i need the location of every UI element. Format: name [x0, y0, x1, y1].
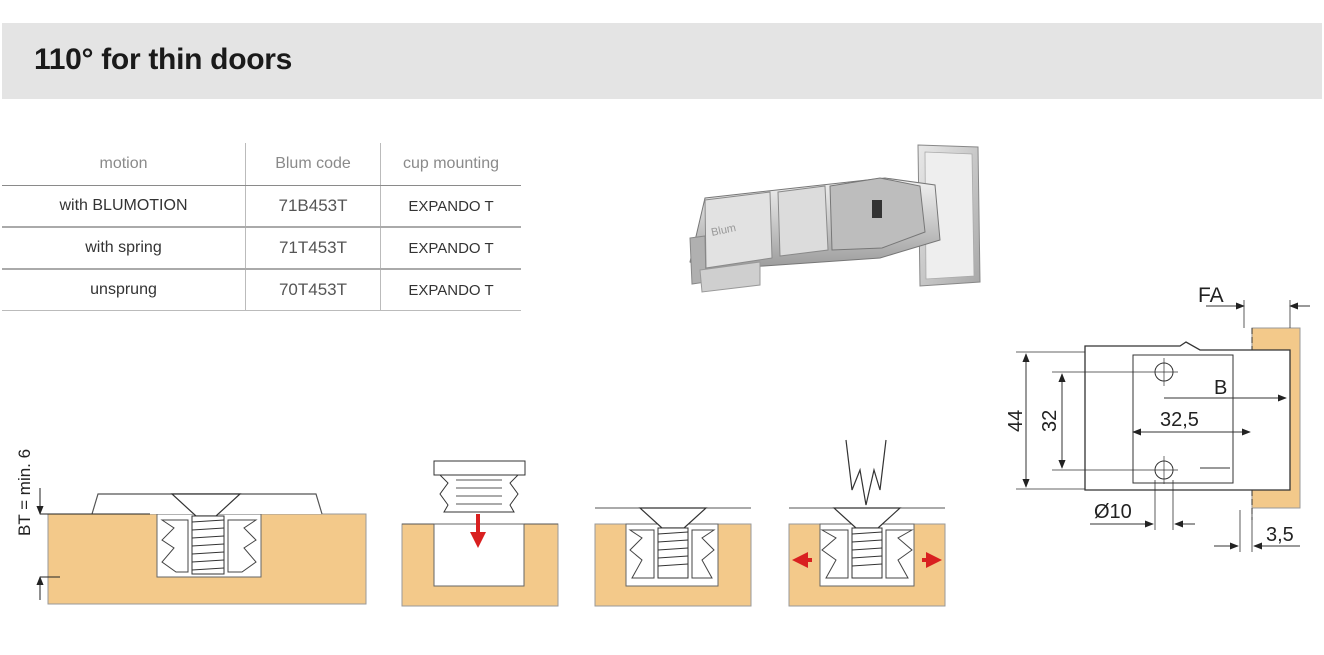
section-mounted: BT = min. 6 [15, 449, 367, 605]
column-header-code: Blum code [245, 143, 381, 186]
door-thickness-label: BT = min. 6 [15, 449, 34, 536]
hinge-dimension-drawing: 44 32 FA B 32,5 Ø10 3,5 [1005, 284, 1310, 552]
spec-table: motion Blum code cup mounting with BLUMO… [2, 143, 521, 311]
cell-mounting: EXPANDO T [380, 269, 521, 311]
cell-code: 71T453T [245, 227, 381, 270]
dim-32-label: 32 [1039, 410, 1061, 432]
section-insert [401, 460, 559, 607]
cell-motion: with spring [2, 227, 246, 270]
cell-mounting: EXPANDO T [380, 227, 521, 270]
table-row: with spring 71T453T EXPANDO T [2, 227, 521, 270]
dim-fa-label: FA [1198, 284, 1224, 307]
hinge-photo: Blum [689, 144, 981, 293]
dim-b-label: B [1214, 377, 1227, 399]
section-header: 110° for thin doors [2, 23, 1322, 99]
table-row: with BLUMOTION 71B453T EXPANDO T [2, 185, 521, 228]
dim-d10-label: Ø10 [1094, 501, 1132, 523]
page-title: 110° for thin doors [34, 43, 293, 76]
column-header-mounting: cup mounting [380, 143, 521, 186]
dim-32-5-label: 32,5 [1160, 409, 1199, 431]
cell-code: 70T453T [245, 269, 381, 311]
cell-mounting: EXPANDO T [380, 185, 521, 228]
cell-motion: with BLUMOTION [2, 185, 246, 228]
cell-motion: unsprung [2, 269, 246, 311]
table-header-row: motion Blum code cup mounting [2, 143, 521, 186]
table-row: unsprung 70T453T EXPANDO T [2, 269, 521, 311]
dim-44-label: 44 [1005, 410, 1027, 432]
cell-code: 71B453T [245, 185, 381, 228]
dim-3-5-label: 3,5 [1266, 524, 1294, 546]
section-expand [788, 439, 946, 607]
column-header-motion: motion [2, 143, 246, 186]
section-inserted [594, 507, 752, 607]
product-logo: Blum [710, 222, 737, 239]
